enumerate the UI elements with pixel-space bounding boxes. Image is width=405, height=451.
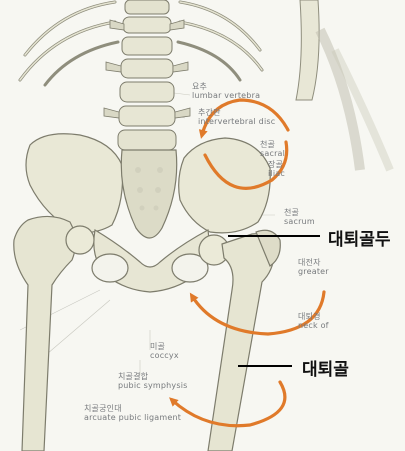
label-greater-trochanter: 대전자 greater bbox=[298, 258, 329, 276]
label-arcuate-pubic-ligament: 치골궁인대 arcuate pubic ligament bbox=[84, 404, 181, 422]
label-sacral: 천골 sacral bbox=[260, 140, 285, 158]
label-intervertebral-disc: 추간판 intervertebral disc bbox=[198, 108, 275, 126]
label-neck-of-femur: 대퇴경 neck of bbox=[298, 312, 329, 330]
left-obturator bbox=[92, 254, 128, 282]
label-coccyx: 미골 coccyx bbox=[150, 342, 179, 360]
label-pubic-symphysis: 치골결합 pubic symphysis bbox=[118, 372, 188, 390]
label-lumbar-vertebra: 요추 lumbar vertebra bbox=[192, 82, 260, 100]
femur-callout: 대퇴골 bbox=[302, 355, 349, 380]
label-iliac: 장골 iliac bbox=[268, 160, 285, 178]
femoral-head-callout: 대퇴골두 bbox=[328, 225, 391, 250]
label-sacrum: 천골 sacrum bbox=[284, 208, 315, 226]
